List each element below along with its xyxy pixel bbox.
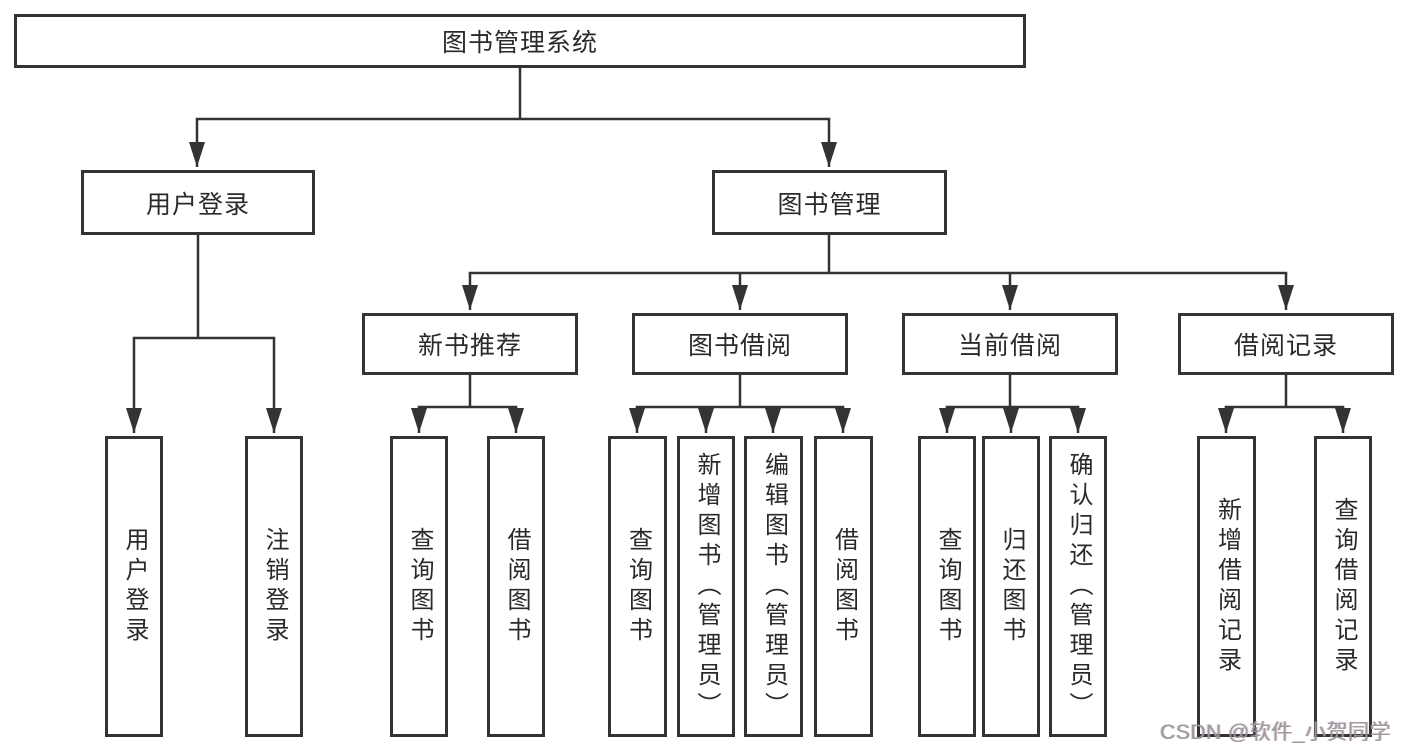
node-new-book-recommend: 新书推荐 (362, 313, 578, 375)
node-current-borrow: 当前借阅 (902, 313, 1118, 375)
leaf-borrow-books: 借阅图书 (814, 436, 873, 737)
node-user-login: 用户登录 (81, 170, 315, 235)
leaf-query-borrow-record: 查询借阅记录 (1314, 436, 1372, 737)
leaf-recommend-query-books: 查询图书 (390, 436, 448, 737)
node-borrow-records: 借阅记录 (1178, 313, 1394, 375)
leaf-edit-books-admin: 编辑图书（管理员） (744, 436, 803, 737)
leaf-current-query-books: 查询图书 (918, 436, 976, 737)
leaf-borrow-query-books: 查询图书 (608, 436, 667, 737)
leaf-user-login: 用户登录 (105, 436, 163, 737)
connector-root-to-level2 (189, 67, 837, 167)
node-library-system: 图书管理系统 (14, 14, 1026, 68)
connector-book-management-children (462, 234, 1294, 310)
node-book-borrow: 图书借阅 (632, 313, 848, 375)
connector-book-borrow-children (629, 374, 851, 433)
leaf-add-books-admin: 新增图书（管理员） (677, 436, 735, 737)
connector-user-login-children (126, 234, 282, 433)
connector-current-borrow-children (939, 374, 1086, 433)
connector-new-book-recommend-children (411, 374, 524, 433)
connector-borrow-records-children (1218, 374, 1351, 433)
leaf-return-books: 归还图书 (982, 436, 1040, 737)
leaf-logout: 注销登录 (245, 436, 303, 737)
leaf-add-borrow-record: 新增借阅记录 (1197, 436, 1256, 737)
node-book-management: 图书管理 (712, 170, 947, 235)
csdn-watermark: CSDN @软件_小贺同学 (1160, 721, 1391, 744)
leaf-recommend-borrow-books: 借阅图书 (487, 436, 545, 737)
leaf-confirm-return-admin: 确认归还（管理员） (1049, 436, 1107, 737)
